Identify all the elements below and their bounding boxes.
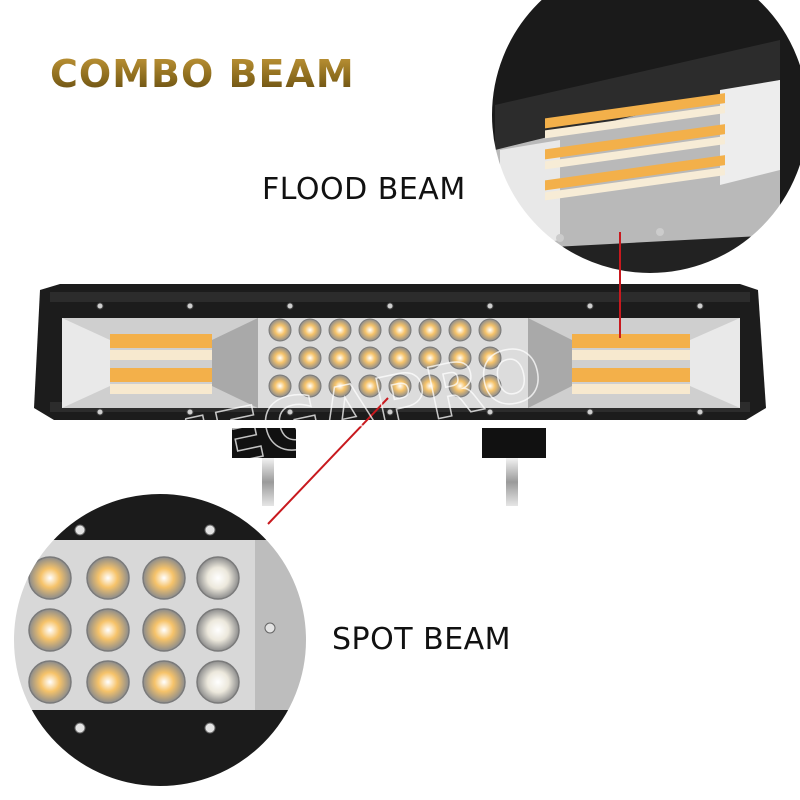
spot-beam-zoom-inset <box>10 490 310 790</box>
spot-pointer-line <box>267 397 389 525</box>
mount-bracket-left <box>232 428 296 458</box>
combo-beam-title: COMBO BEAM <box>50 52 355 96</box>
light-bar <box>34 284 766 506</box>
spot-beam-label: SPOT BEAM <box>332 622 512 657</box>
spot-led-grid <box>268 318 502 398</box>
flood-beam-zoom-inset <box>488 0 800 277</box>
flood-leds-right <box>572 334 690 394</box>
flood-leds-left <box>110 334 212 394</box>
mount-bolt-left <box>262 458 274 506</box>
mount-bracket-right <box>482 428 546 458</box>
mount-bolt-right <box>506 458 518 506</box>
flood-beam-label: FLOOD BEAM <box>262 172 466 207</box>
